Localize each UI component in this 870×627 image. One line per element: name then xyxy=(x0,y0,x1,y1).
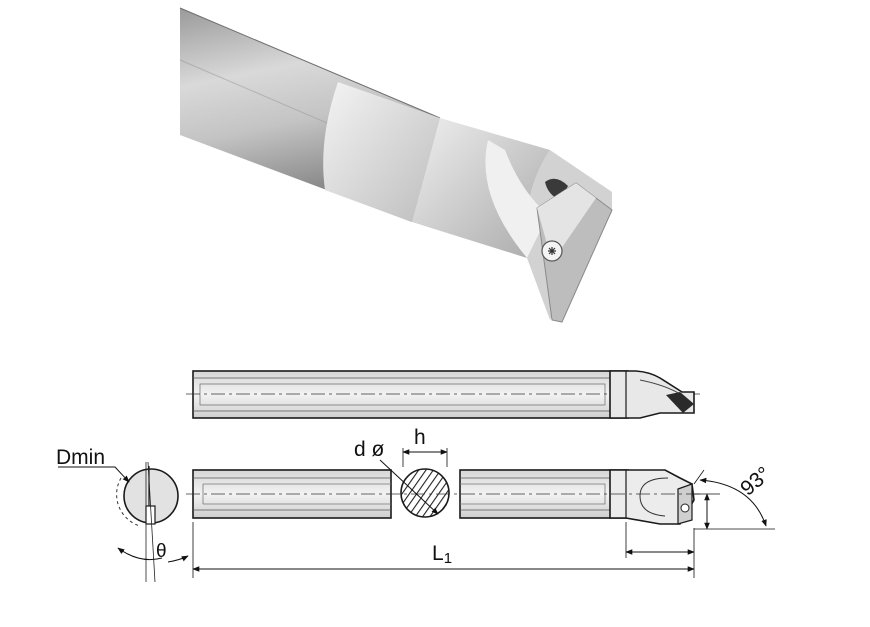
label-dmin: Dmin xyxy=(56,446,105,469)
shank-flat-3d xyxy=(323,82,440,222)
label-l1: L1 xyxy=(432,542,452,567)
side-view xyxy=(186,468,700,525)
label-h: h xyxy=(414,426,426,449)
end-view: Dmin θ xyxy=(56,446,189,583)
label-angle: 93° xyxy=(736,462,775,500)
top-view-shank xyxy=(192,370,629,419)
angle-arc xyxy=(699,477,767,527)
dmin-leader xyxy=(58,466,130,483)
label-d-phi: d ø xyxy=(354,438,385,461)
cross-section xyxy=(400,468,450,518)
tool-3d-render xyxy=(179,7,613,323)
top-view-head xyxy=(609,370,695,419)
top-view xyxy=(186,370,702,419)
label-theta: θ xyxy=(156,541,167,562)
d-phi-leader xyxy=(379,459,439,515)
